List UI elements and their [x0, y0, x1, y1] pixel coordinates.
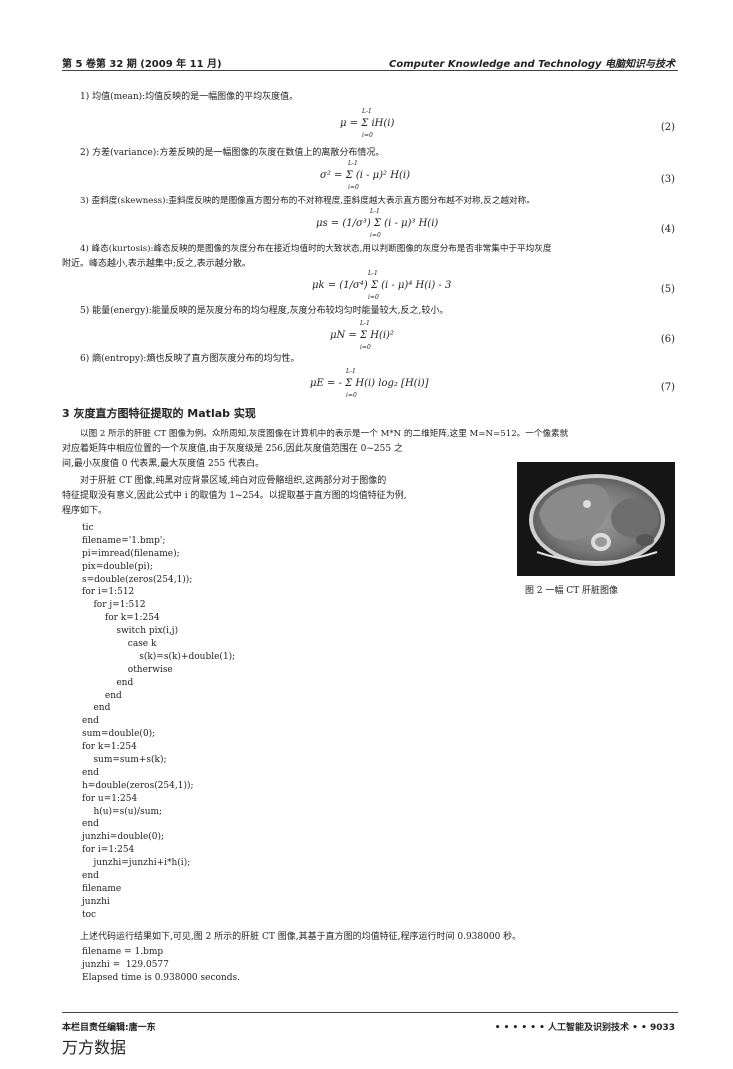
- eq-6-sup: L-1: [360, 320, 370, 327]
- code-listing: tic filename='1.bmp'; pi=imread(filename…: [82, 522, 235, 922]
- footer-page: • • • • • • 人工智能及识别技术 • • 9033: [494, 1023, 675, 1033]
- equation-2: μ = Σ iH(i) L-1 i=0: [340, 108, 395, 139]
- code-line: end: [82, 703, 111, 714]
- code-line: junzhi=double(0);: [82, 832, 165, 843]
- code-line: filename='1.bmp';: [82, 535, 166, 546]
- figure-2-caption: 图 2 一幅 CT 肝脏图像: [525, 586, 619, 596]
- eq-5-formula: μk = (1/σ⁴) Σ (i - μ)⁴ H(i) - 3: [312, 280, 452, 291]
- item-2-text: 2) 方差(variance):方差反映的是一幅图像的灰度在数值上的离散分布情况…: [80, 148, 385, 158]
- item-5-text: 5) 能量(energy):能量反映的是灰度分布的均匀程度,灰度分布较均匀时能量…: [80, 306, 449, 316]
- eq-2-formula: μ = Σ iH(i): [340, 118, 395, 129]
- para-1-line-1: 以图 2 所示的肝脏 CT 图像为例。众所周知,灰度图像在计算机中的表示是一个 …: [80, 429, 569, 439]
- eq-2-sub: i=0: [362, 132, 373, 139]
- eq-5-sub: i=0: [368, 294, 379, 301]
- equation-6: μN = Σ H(i)² L-1 i=0: [330, 320, 394, 351]
- para-1-line-2: 对应着矩阵中相应位置的一个灰度值,由于灰度级是 256,因此灰度值范围在 0~2…: [62, 444, 403, 454]
- output-line: Elapsed time is 0.938000 seconds.: [82, 972, 240, 983]
- code-line: for j=1:512: [82, 600, 146, 611]
- code-line: sum=double(0);: [82, 729, 156, 740]
- code-line: filename: [82, 883, 122, 894]
- equation-number-4: (4): [660, 224, 675, 235]
- item-3-text: 3) 歪斜度(skewness):歪斜度反映的是图像直方图分布的不对称程度,歪斜…: [80, 196, 535, 206]
- code-line: end: [82, 819, 99, 830]
- code-line: end: [82, 716, 99, 727]
- program-output: filename = 1.bmp junzhi = 129.0577 Elaps…: [82, 946, 240, 985]
- eq-3-formula: σ² = Σ (i - μ)² H(i): [320, 170, 410, 181]
- item-6-text: 6) 熵(entropy):熵也反映了直方图灰度分布的均匀性。: [80, 354, 300, 364]
- eq-7-sup: L-1: [346, 368, 356, 375]
- code-line: for k=1:254: [82, 742, 137, 753]
- footer-rule: [62, 1012, 678, 1013]
- equation-number-2: (2): [660, 122, 675, 133]
- code-line: h=double(zeros(254,1));: [82, 780, 194, 791]
- code-line: sum=sum+s(k);: [82, 755, 167, 766]
- code-line: tic: [82, 523, 94, 533]
- header-rule: [62, 70, 678, 71]
- journal-issue: 第 5 卷第 32 期 (2009 年 11 月): [62, 59, 222, 70]
- code-line: s(k)=s(k)+double(1);: [82, 651, 236, 662]
- para-1-line-3: 间,最小灰度值 0 代表黑,最大灰度值 255 代表白。: [62, 459, 265, 469]
- code-line: end: [82, 871, 99, 882]
- eq-6-sub: i=0: [360, 344, 371, 351]
- code-line: pi=imread(filename);: [82, 548, 180, 559]
- code-line: h(u)=s(u)/sum;: [82, 806, 163, 817]
- ct-scan-graphic: [517, 462, 675, 576]
- equation-number-5: (5): [660, 284, 675, 295]
- code-line: s=double(zeros(254,1));: [82, 574, 193, 585]
- code-line: end: [82, 690, 122, 701]
- equation-number-6: (6): [660, 334, 675, 345]
- eq-6-formula: μN = Σ H(i)²: [330, 330, 394, 341]
- code-line: toc: [82, 909, 97, 920]
- equation-3: σ² = Σ (i - μ)² H(i) L-1 i=0: [320, 160, 410, 191]
- output-line: filename = 1.bmp: [82, 947, 164, 957]
- eq-7-sub: i=0: [346, 392, 357, 399]
- eq-3-sub: i=0: [348, 184, 359, 191]
- code-line: end: [82, 677, 134, 688]
- output-line: junzhi = 129.0577: [82, 959, 169, 970]
- para-2-line-3: 程序如下。: [62, 506, 108, 516]
- figure-2-ct-image: [517, 462, 675, 576]
- code-line: for i=1:254: [82, 845, 135, 856]
- section-title: 3 灰度直方图特征提取的 Matlab 实现: [62, 407, 256, 420]
- equation-5: μk = (1/σ⁴) Σ (i - μ)⁴ H(i) - 3 L-1 i=0: [312, 270, 452, 301]
- code-line: otherwise: [82, 664, 173, 675]
- code-line: pix=double(pi);: [82, 561, 153, 572]
- footer-editor: 本栏目责任编辑:唐一东: [62, 1023, 156, 1033]
- equation-number-7: (7): [660, 382, 675, 393]
- code-line: junzhi=junzhi+i*h(i);: [82, 858, 191, 869]
- code-line: case k: [82, 639, 157, 650]
- item-1-text: 1) 均值(mean):均值反映的是一幅图像的平均灰度值。: [80, 92, 299, 102]
- equation-4: μs = (1/σ³) Σ (i - μ)³ H(i) L-1 i=0: [316, 208, 439, 239]
- item-4-text: 4) 峰态(kurtosis):峰态反映的是图像的灰度分布在接近均值时的大致状态…: [80, 244, 552, 254]
- code-line: end: [82, 767, 99, 778]
- item-4-text-cont: 附近。峰态越小,表示越集中;反之,表示越分散。: [62, 259, 251, 269]
- para-2-line-2: 特征提取没有意义,因此公式中 i 的取值为 1~254。以提取基于直方图的均值特…: [62, 491, 407, 501]
- code-line: junzhi: [82, 896, 110, 907]
- eq-7-formula: μE = - Σ H(i) log₂ [H(i)]: [310, 378, 429, 389]
- eq-5-sup: L-1: [368, 270, 378, 277]
- eq-4-formula: μs = (1/σ³) Σ (i - μ)³ H(i): [316, 218, 439, 229]
- code-line: for u=1:254: [82, 793, 138, 804]
- equation-number-3: (3): [660, 174, 675, 185]
- code-line: for i=1:512: [82, 587, 135, 598]
- result-text: 上述代码运行结果如下,可见,图 2 所示的肝脏 CT 图像,其基于直方图的均值特…: [80, 932, 522, 942]
- code-line: for k=1:254: [82, 613, 160, 624]
- journal-title: Computer Knowledge and Technology 电脑知识与技…: [389, 59, 675, 70]
- equation-7: μE = - Σ H(i) log₂ [H(i)] L-1 i=0: [310, 368, 429, 399]
- watermark: 万方数据: [62, 1038, 127, 1057]
- eq-3-sup: L-1: [348, 160, 358, 167]
- para-2-line-1: 对于肝脏 CT 图像,纯黑对应背景区域,纯白对应骨骼组织,这两部分对于图像的: [80, 476, 387, 486]
- eq-4-sup: L-1: [370, 208, 380, 215]
- code-line: switch pix(i,j): [82, 626, 179, 637]
- eq-4-sub: i=0: [370, 232, 381, 239]
- eq-2-sup: L-1: [362, 108, 372, 115]
